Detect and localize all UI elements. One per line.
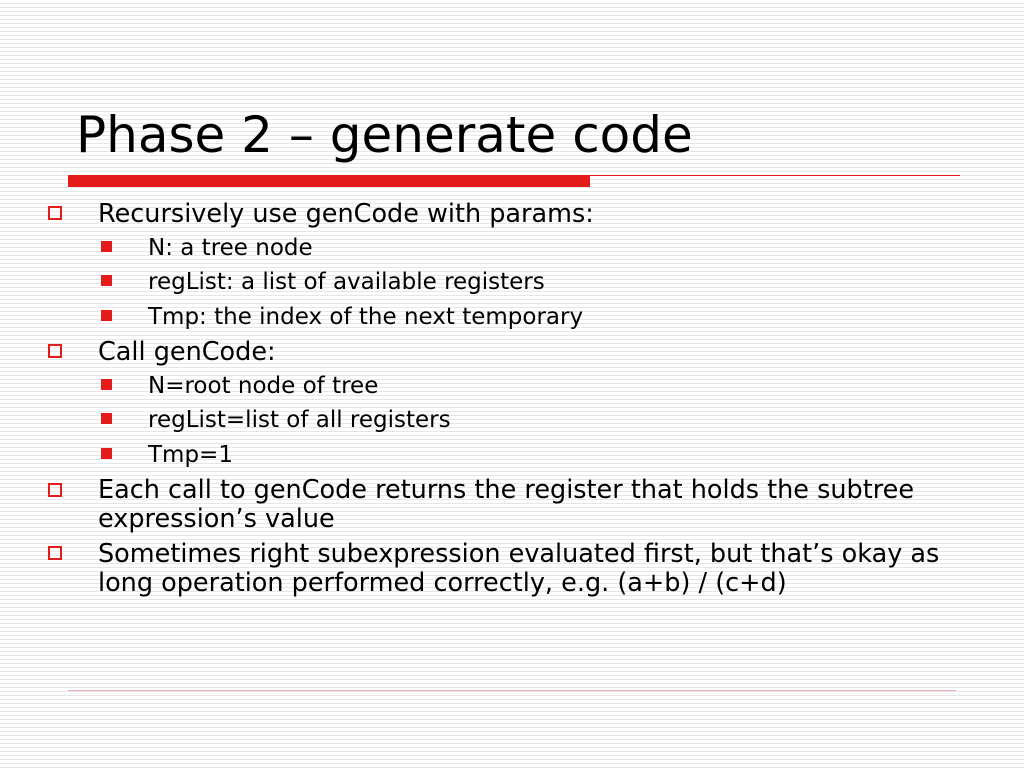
sub-bullet-item: N: a tree node <box>148 235 313 261</box>
bullet-item: Each call to genCode returns the registe… <box>98 475 915 534</box>
hollow-square-bullet-icon <box>48 344 62 358</box>
filled-square-bullet-icon <box>101 413 112 424</box>
filled-square-bullet-icon <box>101 310 112 321</box>
sub-bullet-item: regList: a list of available registers <box>148 269 545 295</box>
filled-square-bullet-icon <box>101 448 112 459</box>
sub-bullet-item: Tmp: the index of the next temporary <box>148 304 584 330</box>
filled-square-bullet-icon <box>101 241 112 252</box>
sub-bullet-item: N=root node of tree <box>148 373 379 399</box>
hollow-square-bullet-icon <box>48 206 62 220</box>
footer-rule <box>68 690 956 691</box>
bullet-item: Call genCode: <box>98 337 276 367</box>
sub-bullet-item: regList=list of all registers <box>148 407 451 433</box>
title-underline-rule <box>590 175 960 176</box>
title-underline-bar <box>68 175 590 187</box>
hollow-square-bullet-icon <box>48 546 62 560</box>
sub-bullet-item: Tmp=1 <box>148 442 233 468</box>
bullet-item: Sometimes right subexpression evaluated … <box>98 539 940 598</box>
filled-square-bullet-icon <box>101 379 112 390</box>
filled-square-bullet-icon <box>101 275 112 286</box>
bullet-item: Recursively use genCode with params: <box>98 199 594 229</box>
hollow-square-bullet-icon <box>48 483 62 497</box>
slide-title: Phase 2 – generate code <box>76 106 693 164</box>
